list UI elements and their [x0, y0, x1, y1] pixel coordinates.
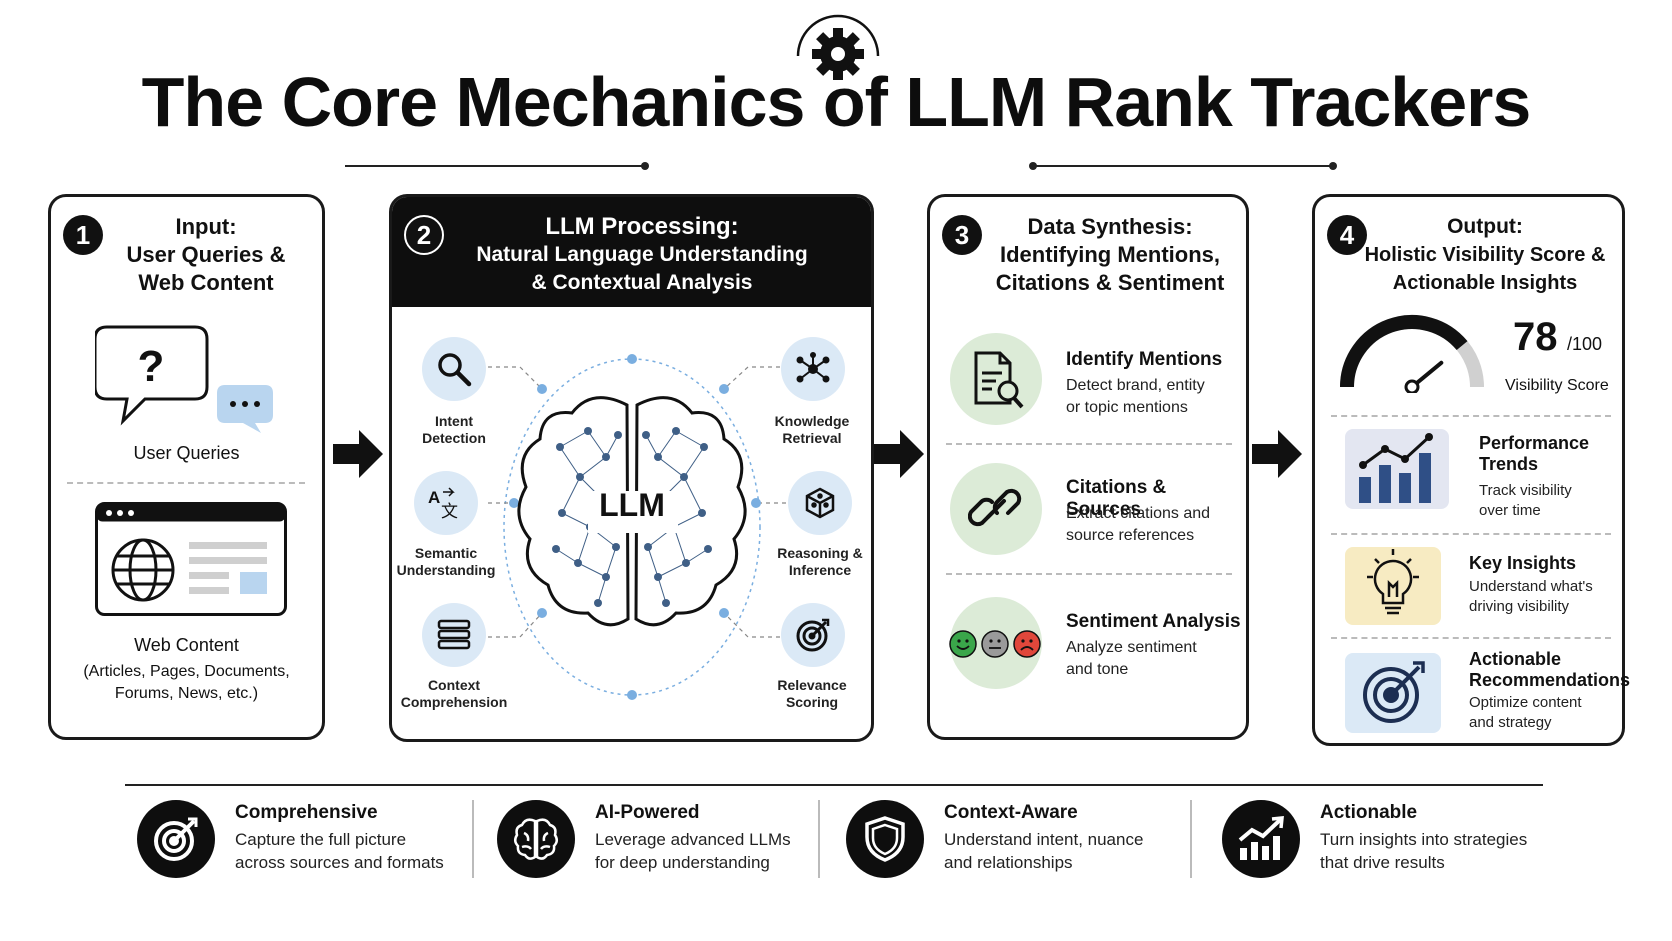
web-content-description: (Articles, Pages, Documents, Forums, New… [83, 663, 290, 702]
row-title: Citations & Sources [1066, 477, 1167, 520]
chat-bubbles-icon: ? [95, 325, 273, 433]
step-number: 2 [404, 215, 444, 255]
bottom-divider [125, 784, 1543, 786]
svg-text:A: A [428, 488, 440, 507]
arrow-right-icon [874, 430, 924, 478]
panel-header [392, 197, 871, 307]
user-queries-label: User Queries [133, 443, 240, 463]
divider [67, 482, 305, 484]
score-max: /100 [1567, 334, 1603, 354]
divider [946, 573, 1232, 575]
llm-center-label: LLM [599, 487, 665, 523]
panel-input: 1 Input: User Queries & Web Content ? Us… [48, 194, 325, 740]
step-number: 4 [1327, 215, 1367, 255]
cube-icon [788, 471, 852, 535]
panel-output: 4 Output: Holistic Visibility Score & Ac… [1312, 194, 1630, 746]
target-icon [781, 603, 845, 667]
lightbulb-icon [1345, 547, 1441, 625]
gear-icon [796, 14, 880, 80]
svg-text:文: 文 [441, 502, 458, 520]
feature-title: AI-Powered [595, 802, 700, 823]
arrow-right-icon [1252, 430, 1302, 478]
link-icon [950, 463, 1042, 555]
panel-title: Output: Holistic Visibility Score & Acti… [1364, 215, 1606, 294]
score-value: 78 [1513, 315, 1558, 359]
score-label: Visibility Score [1505, 377, 1609, 394]
feature-actionable: Actionable Turn insights into strategies… [1222, 800, 1552, 880]
network-icon [781, 337, 845, 401]
visibility-gauge [1340, 315, 1484, 393]
divider [1331, 637, 1611, 639]
row-title: Sentiment Analysis [1066, 611, 1241, 632]
feature-title: Actionable [1320, 802, 1418, 823]
divider [1331, 533, 1611, 535]
shield-icon [846, 800, 924, 878]
panel-llm-processing: 2 LLM Processing: Natural Language Under… [389, 194, 874, 742]
magnifier-icon [422, 337, 486, 401]
panel-title: Data Synthesis: Identifying Mentions, Ci… [995, 214, 1225, 295]
node-reasoning-inference: Reasoning &Inference [777, 545, 863, 578]
feature-title: Context-Aware [944, 802, 1078, 823]
arrow-right-icon [333, 430, 383, 478]
divider [472, 800, 474, 878]
page-title: The Core Mechanics of LLM Rank Trackers [141, 63, 1532, 141]
divider [1331, 415, 1611, 417]
panel-title: LLM Processing: Natural Language Underst… [476, 213, 808, 294]
row-title: Key Insights [1469, 553, 1577, 573]
title-divider-left [345, 162, 649, 170]
target-icon [1345, 653, 1441, 733]
document-search-icon [950, 333, 1042, 425]
divider [1190, 800, 1192, 878]
growth-chart-icon [1222, 800, 1300, 878]
divider [818, 800, 820, 878]
title-divider-right [1029, 162, 1337, 170]
sentiment-faces-icon [949, 597, 1042, 689]
list-icon [422, 603, 486, 667]
brain-icon [497, 800, 575, 878]
browser-globe-icon [95, 502, 287, 616]
svg-text:?: ? [138, 342, 165, 391]
bar-chart-icon [1345, 429, 1449, 509]
feature-title: Comprehensive [235, 802, 378, 823]
step-number: 1 [63, 215, 103, 255]
panel-data-synthesis: 3 Data Synthesis: Identifying Mentions, … [927, 194, 1249, 740]
step-number: 3 [942, 215, 982, 255]
divider [946, 443, 1232, 445]
panel-title: Input: User Queries & Web Content [126, 214, 286, 295]
target-icon [137, 800, 215, 878]
row-title: Identify Mentions [1066, 349, 1223, 370]
web-content-label: Web Content [134, 635, 239, 655]
llm-network-diagram [488, 354, 786, 700]
